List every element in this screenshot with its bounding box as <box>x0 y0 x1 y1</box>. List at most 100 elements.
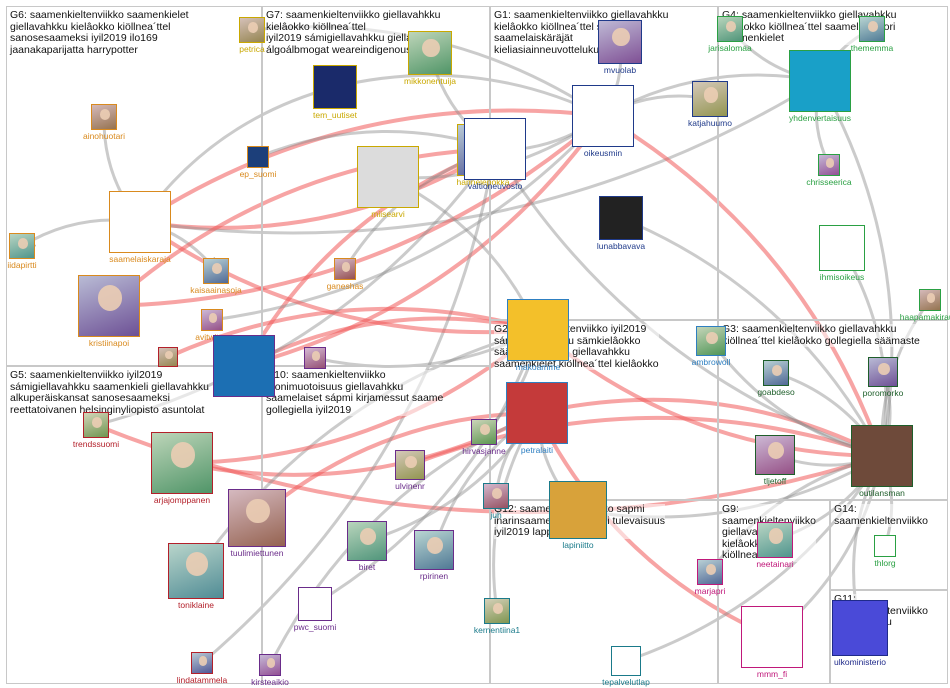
node-neetainari[interactable]: neetainari <box>735 522 815 569</box>
node-label: haapamakirauni <box>899 312 950 322</box>
avatar-ulkoministerio <box>832 600 888 656</box>
node-jarisalomaa[interactable]: jarisalomaa <box>690 16 770 53</box>
node-ganeshas[interactable]: ganeshas <box>305 258 385 291</box>
avatar-miisearvi <box>357 146 419 208</box>
node-mikkonentuija[interactable]: mikkonentuija <box>390 31 470 86</box>
node-goabdeso[interactable]: goabdeso <box>736 360 816 397</box>
node-toniklaine[interactable]: toniklaine <box>156 543 236 610</box>
avatar-hirvasjanne <box>471 419 497 445</box>
node-label: iidapirtti <box>7 260 37 270</box>
face-icon <box>612 27 630 47</box>
edge-saamelaiskaraja-oikeusmin <box>138 104 607 224</box>
avatar-kirsteaikio <box>259 654 281 676</box>
node-ambrowoll[interactable]: ambrowoll <box>671 326 751 367</box>
node-poromorko[interactable]: poromorko <box>843 357 923 398</box>
node-mmm_fi[interactable]: mmm_fi <box>732 606 812 679</box>
node-saamelaiskaraja[interactable]: saamelaiskaraja <box>100 191 180 264</box>
node-ainohuotari[interactable]: ainohuotari <box>64 104 144 141</box>
node-label: valtioneuvosto <box>467 181 523 191</box>
node-label: goabdeso <box>757 387 795 397</box>
edge-kanta-oikeusmin <box>243 112 606 368</box>
node-katjahuumo[interactable]: katjahuumo <box>670 81 750 128</box>
node-p10a[interactable] <box>275 347 355 369</box>
face-icon <box>427 537 443 554</box>
node-rpirinen[interactable]: rpirinen <box>394 530 474 581</box>
node-juh[interactable]: juh <box>456 483 536 520</box>
node-arjajomppanen[interactable]: arjajomppanen <box>142 432 222 505</box>
node-petrica[interactable]: petrica <box>212 17 292 54</box>
node-tem_uutiset[interactable]: tem_uutiset <box>295 65 375 120</box>
node-ihmisoikeus[interactable]: ihmisoikeus <box>802 225 882 282</box>
edge-petralaiti-outilansman <box>536 397 886 458</box>
avatar-kernentiina1 <box>484 598 510 624</box>
node-outilansman[interactable]: outilansman <box>842 425 922 498</box>
edge-oikeusmin-outilansman <box>601 114 887 460</box>
node-miisearvi[interactable]: miisearvi <box>348 146 428 219</box>
node-label: avitwitter <box>195 332 229 342</box>
face-icon <box>17 237 29 249</box>
node-kirsteaikio[interactable]: kirsteaikio <box>230 654 310 687</box>
node-label: biret <box>358 562 376 572</box>
node-haapamakirauni[interactable]: haapamakirauni <box>890 289 950 322</box>
node-ulvinenr[interactable]: ulvinenr <box>370 450 450 491</box>
avatar-thememma <box>859 16 885 42</box>
node-label: ganeshas <box>326 281 364 291</box>
avatar-lapiniitto <box>549 481 607 539</box>
node-label: pwc_suomi <box>293 622 337 632</box>
node-label: lapiniitto <box>562 540 594 550</box>
node-valtioneuvosto[interactable]: valtioneuvosto <box>455 118 535 191</box>
node-kaisaainasoja[interactable]: kaisaainasoja <box>176 258 256 295</box>
node-label: outilansman <box>859 488 905 498</box>
node-lunabbavava[interactable]: lunabbavava <box>581 196 661 251</box>
node-tljetoff[interactable]: tljetoff <box>735 435 815 486</box>
node-label: ambrowoll <box>691 357 731 367</box>
node-kanta[interactable] <box>204 335 284 397</box>
node-chrisseerica[interactable]: chrisseerica <box>789 154 869 187</box>
face-icon <box>479 423 491 435</box>
node-label: tepalvelutlap <box>602 677 650 687</box>
node-ulkoministerio[interactable]: ulkoministerio <box>820 600 900 667</box>
node-kirsti[interactable] <box>128 347 208 367</box>
node-lapiniitto[interactable]: lapiniitto <box>538 481 618 550</box>
avatar-jarisalomaa <box>717 16 743 42</box>
node-mvuolab[interactable]: mvuolab <box>580 20 660 75</box>
node-thememma[interactable]: thememma <box>832 16 912 53</box>
avatar-iidapirtti <box>9 233 35 259</box>
avatar-mmm_fi <box>741 606 803 668</box>
node-oikeusmin[interactable]: oikeusmin <box>563 85 643 158</box>
face-icon <box>246 498 270 524</box>
node-kristiinapoi[interactable]: kristiinapoi <box>69 275 149 348</box>
node-pwc_suomi[interactable]: pwc_suomi <box>275 587 355 632</box>
node-thlorg[interactable]: thlorg <box>845 535 925 568</box>
avatar-chrisseerica <box>818 154 840 176</box>
node-label: marjapri <box>694 586 726 596</box>
group-label-g1: G1: saamenkieltenviikko giellavahkku kie… <box>494 9 669 56</box>
node-tepalvelutlap[interactable]: tepalvelutlap <box>586 646 666 687</box>
avatar-ambrowoll <box>696 326 726 356</box>
node-hirvasjanne[interactable]: hirvasjanne <box>444 419 524 456</box>
node-makoamme[interactable]: makoamme <box>498 299 578 372</box>
node-ep_suomi[interactable]: ep_suomi <box>218 146 298 179</box>
node-biret[interactable]: biret <box>327 521 407 572</box>
node-iidapirtti[interactable]: iidapirtti <box>0 233 62 270</box>
node-lindatammela[interactable]: lindatammela <box>162 652 242 685</box>
node-petralaiti[interactable]: petralaiti <box>497 382 577 455</box>
node-label: lindatammela <box>176 675 228 685</box>
node-label: ep_suomi <box>239 169 277 179</box>
node-kernentiina1[interactable]: kernentiina1 <box>457 598 537 635</box>
node-yhdenvertaisuus[interactable]: yhdenvertaisuus <box>780 50 860 123</box>
avatar-tljetoff <box>755 435 795 475</box>
node-avitwitter[interactable]: avitwitter <box>172 309 252 342</box>
edge-saamelaiskaraja-makoamme <box>138 220 542 342</box>
node-label: tljetoff <box>763 476 787 486</box>
avatar-tuulimiettunen <box>228 489 286 547</box>
node-trendssuomi[interactable]: trendssuomi <box>56 412 136 449</box>
edge-saamelaiskaraja-yhdenvertaisuus <box>139 79 823 235</box>
node-label: hirvasjanne <box>462 446 506 456</box>
avatar-yhdenvertaisuus <box>789 50 851 112</box>
node-tuulimiettunen[interactable]: tuulimiettunen <box>217 489 297 558</box>
avatar-tepalvelutlap <box>611 646 641 676</box>
node-marjapri[interactable]: marjapri <box>670 559 750 596</box>
avatar-mvuolab <box>598 20 642 64</box>
edge-kanta-valtioneuvosto <box>242 145 499 367</box>
